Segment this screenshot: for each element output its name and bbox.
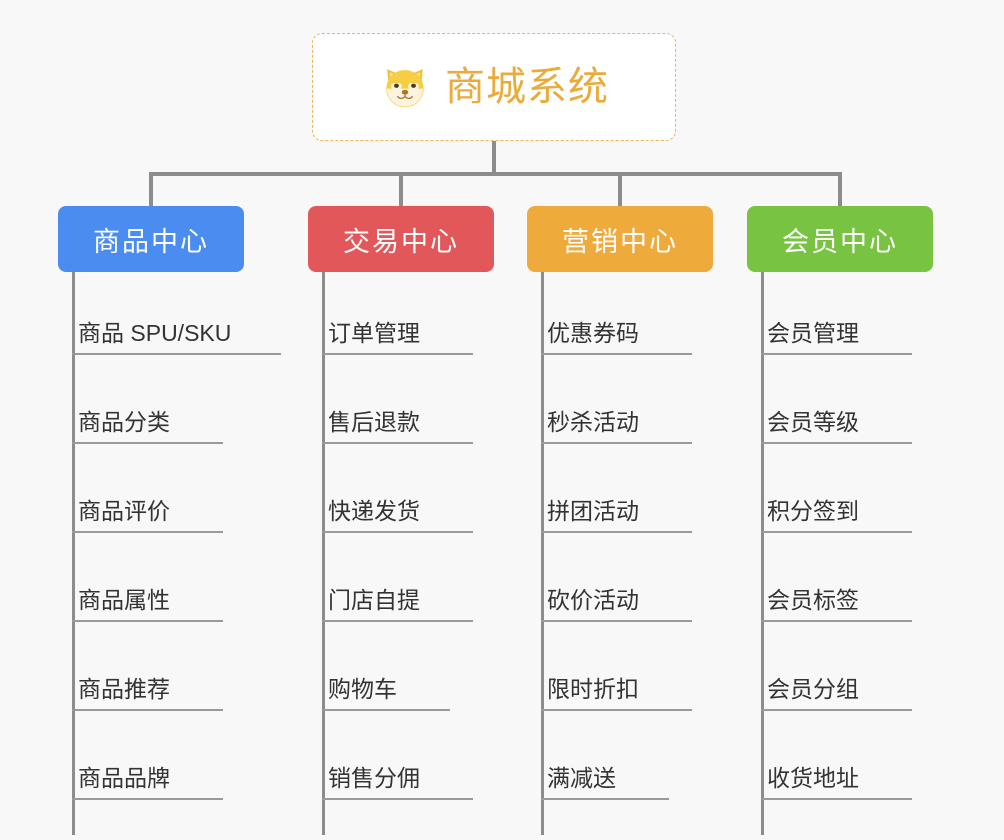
branch-spine-2 [322,272,325,835]
leaf-label: 购物车 [328,676,397,702]
leaf-underline [72,531,223,533]
category-label-4: 会员中心 [782,226,898,257]
leaf-label: 门店自提 [328,587,420,613]
category-label-1: 商品中心 [93,226,209,257]
leaf-label: 优惠券码 [547,320,639,346]
leaf-underline [72,798,223,800]
leaf-label: 满减送 [547,765,616,791]
leaf-underline [72,709,223,711]
leaf-underline [72,353,281,355]
category-box-3[interactable]: 营销中心 [527,206,713,272]
leaf-label: 限时折扣 [547,676,639,702]
leaf-underline [72,620,223,622]
branch-spine-1 [72,272,75,835]
leaf-label: 砍价活动 [547,587,639,613]
leaf-label: 商品品牌 [78,765,170,791]
leaf-label: 会员标签 [767,587,859,613]
leaf-label: 快递发货 [328,498,420,524]
leaf-underline [322,442,473,444]
root-stem-connector [492,141,496,175]
branch-spine-3 [541,272,544,835]
branch-bus-connector [150,172,842,176]
leaf-underline [322,531,473,533]
leaf-label: 商品 SPU/SKU [78,320,232,346]
leaf-underline [541,442,692,444]
category-label-3: 营销中心 [562,226,678,257]
branch-drop-connector-3 [618,172,622,208]
category-box-4[interactable]: 会员中心 [747,206,933,272]
leaf-underline [541,709,692,711]
leaf-underline [541,531,692,533]
leaf-underline [761,353,912,355]
leaf-label: 积分签到 [767,498,859,524]
leaf-underline [322,620,473,622]
leaf-label: 会员等级 [767,409,859,435]
leaf-underline [72,442,223,444]
leaf-underline [541,353,692,355]
leaf-underline [761,798,912,800]
leaf-underline [761,531,912,533]
leaf-underline [541,620,692,622]
leaf-label: 商品推荐 [78,676,170,702]
shiba-dog-icon [379,61,431,113]
leaf-underline [761,709,912,711]
leaf-label: 售后退款 [328,409,420,435]
category-box-2[interactable]: 交易中心 [308,206,494,272]
leaf-label: 会员分组 [767,676,859,702]
leaf-label: 收货地址 [767,765,859,791]
leaf-label: 商品分类 [78,409,170,435]
leaf-label: 拼团活动 [547,498,639,524]
leaf-underline [322,353,473,355]
leaf-underline [322,709,450,711]
category-label-2: 交易中心 [343,226,459,257]
leaf-label: 秒杀活动 [547,409,639,435]
leaf-underline [322,798,473,800]
branch-spine-4 [761,272,764,835]
category-box-1[interactable]: 商品中心 [58,206,244,272]
leaf-label: 商品评价 [78,498,170,524]
root-node[interactable]: 商城系统 [312,33,676,141]
leaf-label: 商品属性 [78,587,170,613]
branch-drop-connector-2 [399,172,403,208]
leaf-label: 订单管理 [328,320,420,346]
leaf-underline [541,798,669,800]
root-title: 商城系统 [445,65,609,109]
leaf-label: 会员管理 [767,320,859,346]
leaf-underline [761,442,912,444]
branch-drop-connector-1 [149,172,153,208]
leaf-label: 销售分佣 [328,765,420,791]
leaf-underline [761,620,912,622]
branch-drop-connector-4 [838,172,842,208]
